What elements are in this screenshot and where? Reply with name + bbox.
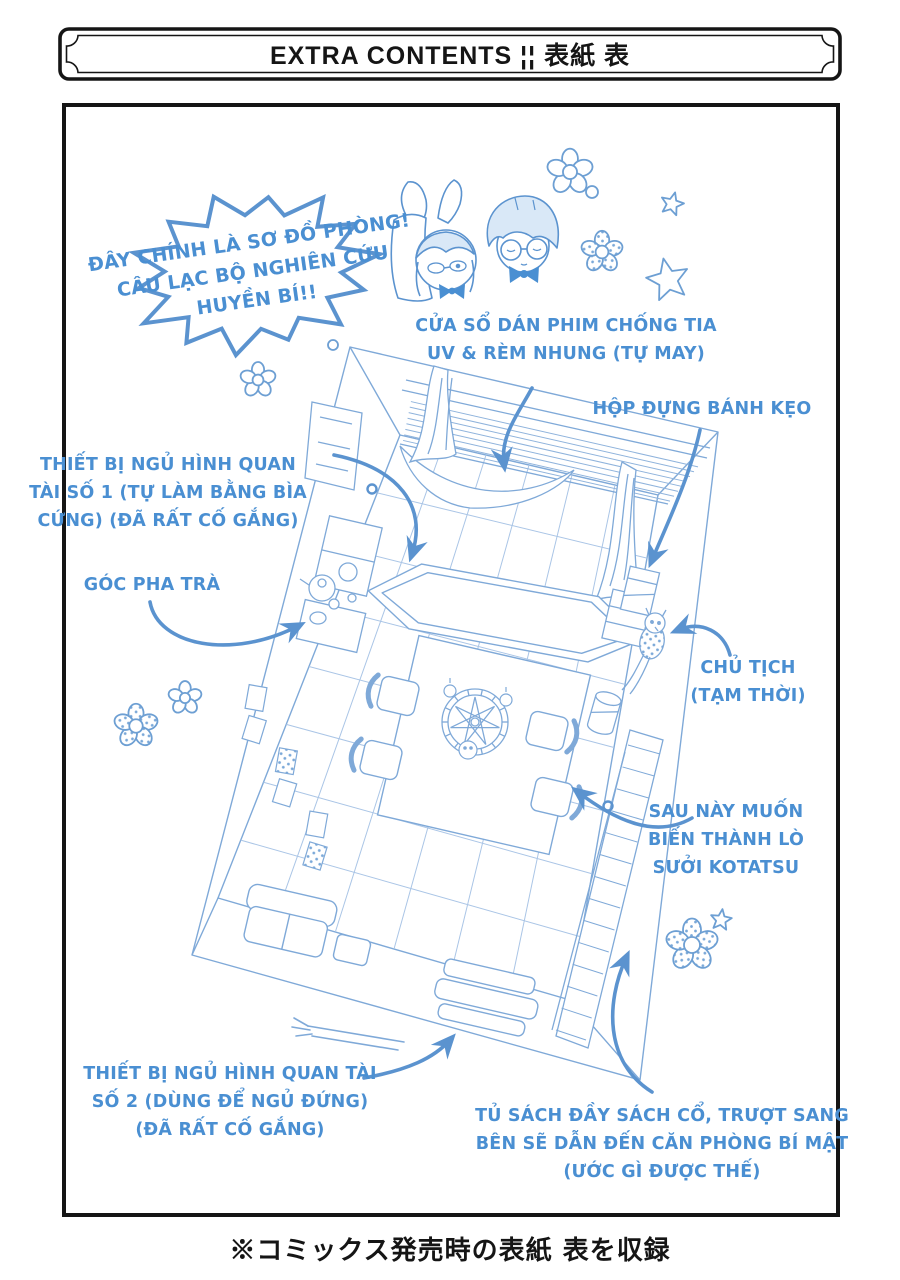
page-title: EXTRA CONTENTS ¦¦ 表紙 表 [269, 42, 631, 70]
label-president: CHỦ TỊCH (TẠM THỜI) [690, 658, 806, 706]
label-kotatsu-wish: SAU NÀY MUỐN BIẾN THÀNH LÒ SƯỞI KOTATSU [647, 802, 805, 878]
label-candy-box: HỘP ĐỰNG BÁNH KẸO [592, 399, 812, 419]
label-coffin-device-2: THIẾT BỊ NGỦ HÌNH QUAN TÀI SỐ 2 (DÙNG ĐỂ… [83, 1064, 377, 1140]
label-bookshelf-secret: TỦ SÁCH ĐẦY SÁCH CỔ, TRƯỢT SANG BÊN SẼ D… [475, 1106, 849, 1182]
header-frame-border [58, 27, 842, 81]
footer-caption: ※コミックス発売時の表紙 表を収録 [229, 1236, 671, 1266]
label-coffin-device-1: THIẾT BỊ NGỦ HÌNH QUAN TÀI SỐ 1 (TỰ LÀM … [29, 455, 307, 531]
header-banner: EXTRA CONTENTS ¦¦ 表紙 表 [58, 27, 842, 81]
label-tea-corner: GÓC PHA TRÀ [83, 575, 221, 595]
label-window-curtain: CỬA SỔ DÁN PHIM CHỐNG TIA UV & RÈM NHUNG… [415, 316, 717, 364]
